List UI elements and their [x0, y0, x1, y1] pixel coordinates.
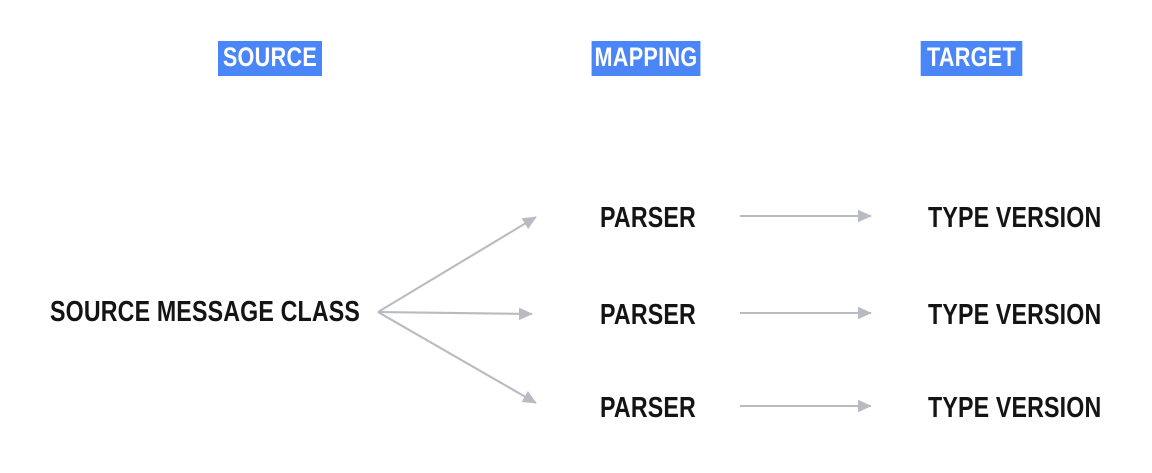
column-header-target-label: TARGET — [926, 42, 1017, 72]
mapping-to-target-connectors — [740, 209, 872, 413]
column-header-target: TARGET — [920, 41, 1023, 76]
column-header-mapping: MAPPING — [591, 41, 701, 76]
column-header-source-label: SOURCE — [222, 42, 318, 72]
node-type-version-0: TYPE VERSION — [928, 202, 1102, 234]
node-type-version-1: TYPE VERSION — [928, 299, 1102, 331]
connector-source-to-parser-2 — [377, 311, 537, 404]
connector-source-to-parser-0 — [377, 216, 537, 313]
column-header-mapping-label: MAPPING — [594, 42, 698, 72]
node-parser-2: PARSER — [600, 392, 696, 424]
node-parser-0: PARSER — [600, 202, 696, 234]
column-header-source: SOURCE — [218, 41, 322, 76]
node-type-version-2: TYPE VERSION — [928, 392, 1102, 424]
node-parser-1: PARSER — [600, 299, 696, 331]
fan-out-connectors — [377, 216, 537, 404]
connector-source-to-parser-1 — [377, 307, 533, 321]
node-source-message-class: SOURCE MESSAGE CLASS — [50, 296, 360, 328]
